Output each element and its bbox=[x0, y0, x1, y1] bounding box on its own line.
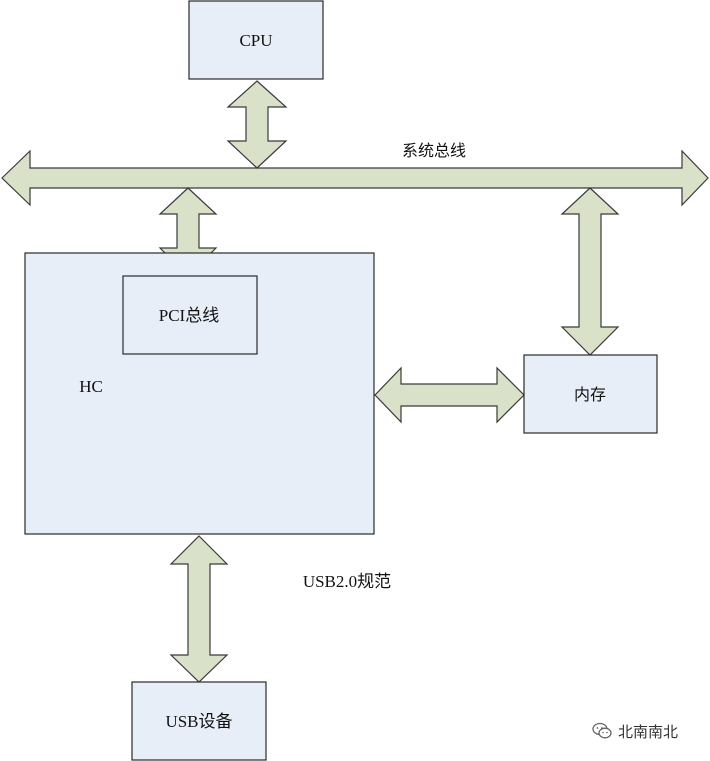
cpu-bus-arrow bbox=[226, 80, 288, 169]
cpu-label: CPU bbox=[239, 31, 272, 50]
system-bus-label: 系统总线 bbox=[402, 141, 466, 160]
cpu-box bbox=[188, 0, 324, 80]
watermark-text: 北南南北 bbox=[618, 722, 679, 741]
usb-device-box bbox=[131, 681, 267, 761]
watermark: 北南南北 bbox=[592, 719, 678, 743]
hc-usb-arrow bbox=[169, 535, 229, 683]
wechat-icon bbox=[592, 722, 612, 739]
memory-label: 内存 bbox=[574, 385, 606, 404]
pci-bus-box bbox=[122, 275, 258, 355]
usb-spec-label: USB2.0规范 bbox=[303, 572, 391, 591]
system-bus-arrow bbox=[1, 149, 709, 207]
bus-memory-arrow bbox=[560, 187, 620, 356]
usb-device-label: USB设备 bbox=[165, 712, 232, 731]
memory-box bbox=[523, 354, 658, 434]
hc-memory-arrow bbox=[374, 366, 525, 424]
pci-bus-label: PCI总线 bbox=[159, 306, 219, 325]
hc-label: HC bbox=[79, 377, 103, 396]
